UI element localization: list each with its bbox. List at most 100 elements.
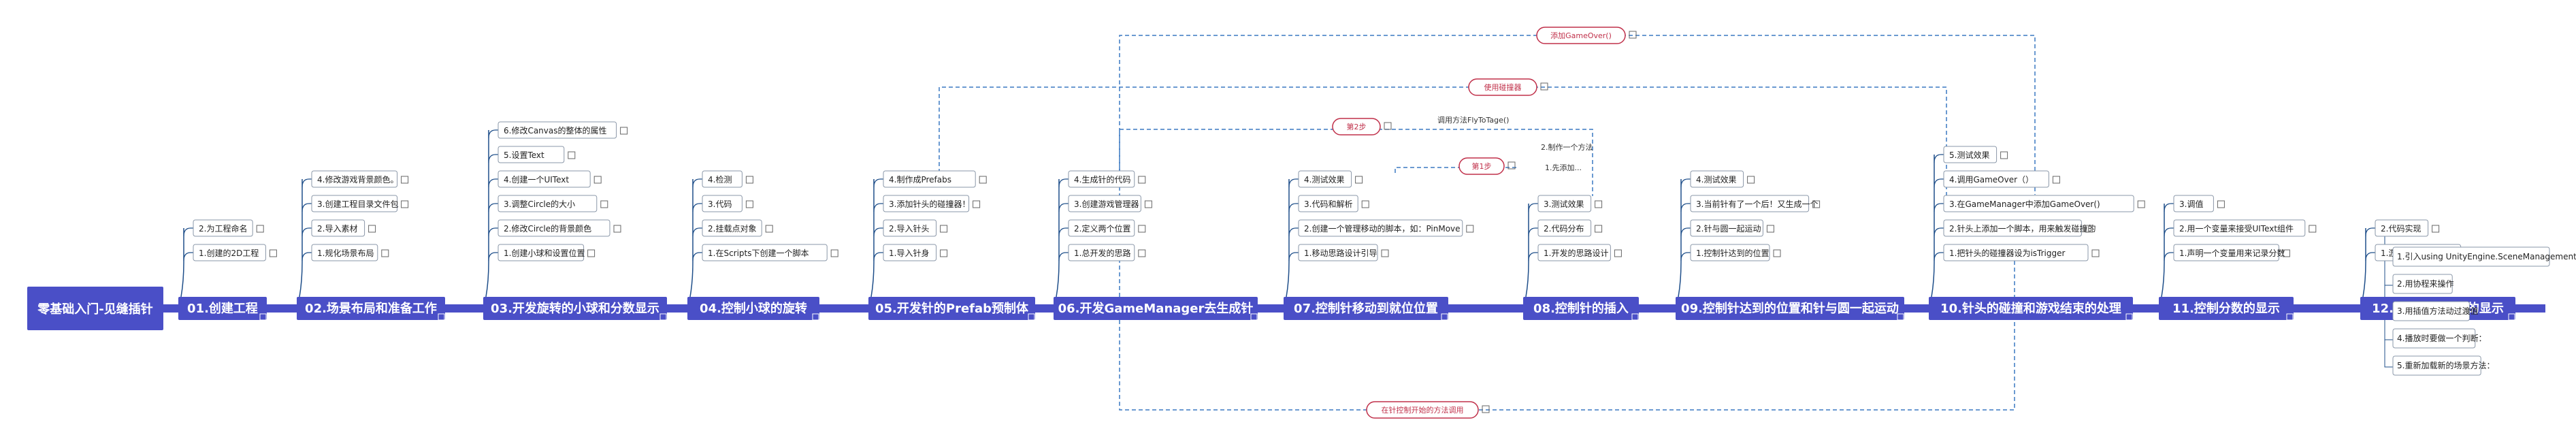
topic-item[interactable]: 3.代码和解析 xyxy=(1298,195,1369,212)
topic-item[interactable]: 3.调值 xyxy=(2173,195,2225,212)
subtopic-item[interactable]: 3.用插值方法动过渡值 xyxy=(2392,301,2478,321)
subtopic-item[interactable]: 4.播放时要做一个判断： xyxy=(2392,328,2486,349)
cross-link-label[interactable]: 第1步 xyxy=(1458,157,1516,175)
topic-box xyxy=(311,195,398,212)
topic-item[interactable]: 1.开发的思路设计 xyxy=(1537,244,1622,261)
chapter-title: 07.控制针移动到就位位置 xyxy=(1294,301,1438,316)
chapter-node-1[interactable]: 01.创建工程 xyxy=(178,297,267,321)
chapter-node-4[interactable]: 04.控制小球的旋转 xyxy=(687,297,819,321)
topic-item[interactable]: 2.定义两个位置 xyxy=(1068,219,1146,237)
subtopic-box xyxy=(2392,328,2476,349)
topic-box xyxy=(498,146,565,163)
topic-item[interactable]: 2.用一个变量来接受UIText组件 xyxy=(2173,219,2317,237)
topic-item[interactable]: 2.针与圆一起运动 xyxy=(1690,219,1774,237)
root-label: 零基础入门-见缝插针 xyxy=(37,302,152,317)
topic-item[interactable]: 1.移动思路设计引导 xyxy=(1298,244,1389,261)
topic-item[interactable]: 4.修改游戏背景颜色。 xyxy=(311,170,409,188)
topic-connector xyxy=(1058,252,1069,261)
topic-label: 3.当前针有了一个后！又生成一个 xyxy=(1696,199,1818,209)
cross-link-label[interactable]: 在针控制开始的方法调用 xyxy=(1366,401,1490,419)
topic-item[interactable]: 1.导入针身 xyxy=(883,244,948,261)
topic-item[interactable]: 4.测试效果 xyxy=(1690,170,1755,188)
topic-item[interactable]: 2.代码实现 xyxy=(2375,219,2440,237)
cross-link-pill xyxy=(1468,78,1537,96)
topic-item[interactable]: 1.控制针达到的位置 xyxy=(1690,244,1781,261)
chapter-node-10[interactable]: 10.针头的碰撞和游戏结束的处理 xyxy=(1929,297,2133,321)
topic-item[interactable]: 4.测试效果 xyxy=(1298,170,1363,188)
cross-link-label[interactable]: 第2步 xyxy=(1332,118,1392,135)
topic-item[interactable]: 2.修改Circle的背景颜色 xyxy=(498,219,621,237)
topic-connector xyxy=(1934,227,1944,237)
topic-item[interactable]: 4.调用GameOver（） xyxy=(1943,170,2060,188)
topic-item[interactable]: 2.导入针头 xyxy=(883,219,948,237)
topic-item[interactable]: 1.创建的2D工程 xyxy=(193,244,277,261)
topic-connector xyxy=(1528,227,1538,237)
chapter-node-5[interactable]: 05.开发针的Prefab预制体 xyxy=(868,297,1035,321)
chapter-node-9[interactable]: 09.控制针达到的位置和针与圆一起运动 xyxy=(1676,297,1904,321)
topic-item[interactable]: 3.代码 xyxy=(702,195,753,212)
topic-item[interactable]: 5.设置Text xyxy=(498,146,576,163)
root-node[interactable]: 零基础入门-见缝插针 xyxy=(27,287,163,330)
topic-connector xyxy=(488,129,498,139)
branch-line xyxy=(1056,179,1060,298)
subtopic-item[interactable]: 2.用协程来操作 xyxy=(2392,274,2453,294)
topic-item[interactable]: 1.声明一个变量用来记录分数 xyxy=(2173,244,2290,261)
cross-link-label[interactable]: 添加GameOver() xyxy=(1536,27,1637,44)
chapter-node-3[interactable]: 03.开发旋转的小球和分数显示 xyxy=(483,297,667,321)
topic-connector xyxy=(183,227,193,237)
topic-item[interactable]: 3.当前针有了一个后！又生成一个 xyxy=(1690,195,1821,212)
topic-box xyxy=(1537,244,1611,261)
topic-item[interactable]: 3.创建工程目录文件包 xyxy=(311,195,409,212)
cross-link-text: 添加GameOver() xyxy=(1550,31,1612,40)
note-icon xyxy=(1466,225,1474,233)
topic-item[interactable]: 3.在GameManager中添加GameOver() xyxy=(1943,195,2145,212)
note-icon xyxy=(1507,161,1516,170)
note-icon xyxy=(1897,313,1904,321)
note-icon xyxy=(259,313,267,321)
topic-item[interactable]: 1.把针头的碰撞器设为isTrigger xyxy=(1943,244,2100,261)
topic-label: 2.代码分布 xyxy=(1544,224,1584,234)
topic-item[interactable]: 4.创建一个UIText xyxy=(498,170,602,188)
chapter-title: 04.控制小球的旋转 xyxy=(700,301,807,316)
topic-item[interactable]: 1.总开发的思路 xyxy=(1068,244,1146,261)
topic-label: 1.总开发的思路 xyxy=(1074,248,1130,258)
topic-item[interactable]: 6.修改Canvas的整体的属性 xyxy=(498,121,628,139)
topic-item[interactable]: 1.规化场景布局 xyxy=(311,244,389,261)
chapter-title: 03.开发旋转的小球和分数显示 xyxy=(491,301,659,316)
topic-item[interactable]: 2.创建一个管理移动的脚本，如：PinMove xyxy=(1298,219,1474,237)
topic-item[interactable]: 3.调整Circle的大小 xyxy=(498,195,608,212)
topic-item[interactable]: 2.挂载点对象 xyxy=(702,219,773,237)
topic-item[interactable]: 3.添加针头的碰撞器！ xyxy=(883,195,981,212)
subtopic-item[interactable]: 5.重新加载新的场景方法： xyxy=(2392,355,2494,376)
topic-item[interactable]: 2.导入素材 xyxy=(311,219,376,237)
topic-item[interactable]: 5.测试效果 xyxy=(1943,146,2008,163)
topic-item[interactable]: 2.为工程命名 xyxy=(193,219,264,237)
topic-item[interactable]: 4.生成针的代码 xyxy=(1068,170,1146,188)
cross-link-label[interactable]: 使用碰撞器 xyxy=(1468,78,1548,96)
topic-item[interactable]: 4.制作成Prefabs xyxy=(883,170,987,188)
topic-box xyxy=(498,195,598,212)
chapter-box xyxy=(1523,297,1639,320)
chapter-node-2[interactable]: 02.场景布局和准备工作 xyxy=(297,297,445,321)
topic-item[interactable]: 2.针头上添加一个脚本，用来触发碰撞的 xyxy=(1943,219,2096,237)
chapter-node-6[interactable]: 06.开发GameManager去生成针 xyxy=(1054,297,1258,321)
note-icon xyxy=(1614,249,1622,257)
topic-box xyxy=(1943,244,2089,261)
topic-item[interactable]: 1.在Scripts下创建一个脚本 xyxy=(702,244,838,261)
chapter-node-8[interactable]: 08.控制针的插入 xyxy=(1523,297,1639,321)
topic-item[interactable]: 3.创建游戏管理器 xyxy=(1068,195,1152,212)
topic-item[interactable]: 4.检测 xyxy=(702,170,753,188)
chapter-box xyxy=(483,297,667,320)
topic-item[interactable]: 3.测试效果 xyxy=(1537,195,1603,212)
note-icon xyxy=(1361,200,1369,208)
chapter-node-11[interactable]: 11.控制分数的显示 xyxy=(2159,297,2294,321)
topic-item[interactable]: 2.代码分布 xyxy=(1537,219,1603,237)
chapter-node-7[interactable]: 07.控制针移动到就位位置 xyxy=(1284,297,1448,321)
topic-connector xyxy=(1934,252,1944,261)
note-icon xyxy=(620,127,628,135)
topic-box xyxy=(1690,219,1763,237)
subtopic-item[interactable]: 1.引入using UnityEngine.SceneManagement; xyxy=(2392,246,2576,267)
chapter-title: 06.开发GameManager去生成针 xyxy=(1058,301,1254,316)
topic-item[interactable]: 1.创建小球和设置位置 xyxy=(498,244,596,261)
cross-link-pill xyxy=(1536,27,1626,44)
